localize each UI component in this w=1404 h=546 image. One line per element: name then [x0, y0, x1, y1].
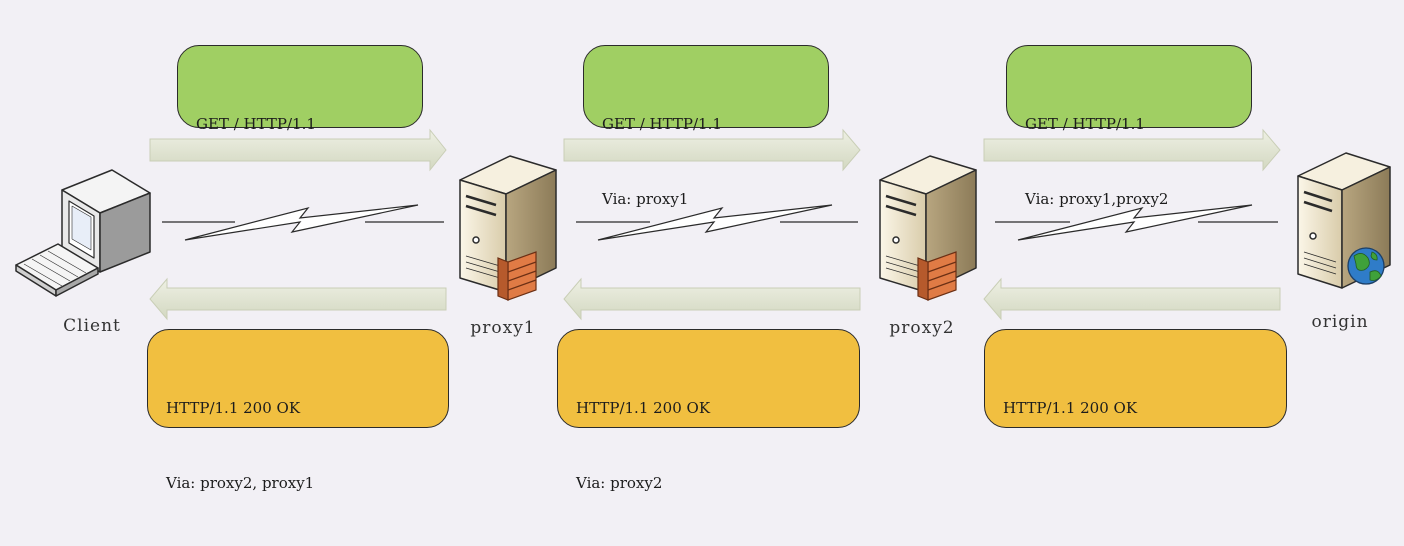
request-message: GET / HTTP/1.1 Via: proxy1 [583, 45, 829, 208]
request-line: GET / HTTP/1.1 [602, 115, 722, 133]
node-label-proxy1: proxy1 [470, 318, 536, 338]
request-arrow [149, 128, 447, 172]
globe-icon [1347, 247, 1385, 285]
request-arrow [563, 128, 861, 172]
status-line: HTTP/1.1 200 OK [1003, 399, 1138, 417]
request-line: GET / HTTP/1.1 [1025, 115, 1145, 133]
diagram-canvas [15, 128, 1391, 321]
lightning-link-icon [576, 204, 858, 241]
header-line: Via: proxy2 [576, 474, 663, 492]
request-message: GET / HTTP/1.1 [177, 45, 423, 133]
firewall-icon [497, 251, 537, 301]
request-message: GET / HTTP/1.1 Via: proxy1,proxy2 [1006, 45, 1252, 208]
request-arrow [983, 128, 1281, 172]
response-message: HTTP/1.1 200 OK Via: proxy2, proxy1 [147, 329, 449, 492]
request-line: GET / HTTP/1.1 [196, 115, 316, 133]
firewall-icon [917, 251, 957, 301]
header-line: Via: proxy2, proxy1 [166, 474, 315, 492]
proxy-diagram: Client proxy1 proxy2 origin GET / HTTP/1… [15, 45, 1391, 492]
header-line: Via: proxy1 [602, 190, 689, 208]
computer-icon [15, 169, 151, 297]
response-arrow [983, 277, 1281, 321]
response-message: HTTP/1.1 200 OK Via: proxy2 [557, 329, 860, 492]
lightning-link-icon [995, 204, 1278, 241]
response-arrow [149, 277, 447, 321]
response-arrow [563, 277, 861, 321]
status-line: HTTP/1.1 200 OK [166, 399, 301, 417]
node-label-origin: origin [1311, 312, 1369, 332]
header-line: Via: proxy1,proxy2 [1025, 190, 1169, 208]
status-line: HTTP/1.1 200 OK [576, 399, 711, 417]
lightning-link-icon [162, 204, 444, 241]
response-message: HTTP/1.1 200 OK [984, 329, 1287, 428]
node-label-client: Client [63, 316, 121, 336]
node-label-proxy2: proxy2 [889, 318, 955, 338]
